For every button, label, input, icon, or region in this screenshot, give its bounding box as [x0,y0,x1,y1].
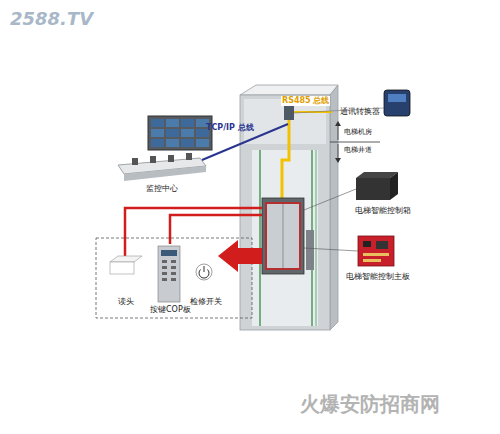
node-text: 按键COP板 [150,305,191,315]
room-divider [330,121,380,163]
switch-label: 检修开关 [190,297,222,307]
reader-device [110,256,142,274]
control-board-label: 电梯智能控制主板 [346,272,410,282]
zone-label: 电梯机房 [344,128,372,136]
zone-label: 电梯井道 [344,146,372,154]
control-box [304,172,398,210]
control-box-label: 电梯智能控制箱 [355,206,411,216]
monitor-wall [118,116,212,181]
control-board [304,236,394,266]
watermark: 火爆安防招商网 [300,392,440,416]
node-text: 监控中心 [146,184,178,194]
node-text: 电梯智能控制主板 [346,272,410,282]
monitor-center: 监控中心 [146,184,178,194]
node-text: 读头 [118,297,134,307]
service-switch [196,264,212,280]
node-text: 电梯智能控制箱 [355,206,411,216]
watermark: 2588.TV [10,8,93,30]
bus-label: RS485 总线 [281,96,330,106]
reader-label: 读头 [118,297,134,307]
bus-label: TCP/IP 总线 [206,123,254,133]
node-text: 通讯转换器 [340,107,380,117]
cop-label: 按键COP板 [150,305,191,315]
signal-wire [170,215,262,244]
tcpip-bus [202,124,288,160]
pointer-arrow [218,240,262,272]
node-text: 检修开关 [190,297,222,307]
converter-label: 通讯转换器 [340,107,380,117]
cop-panel [158,246,180,302]
